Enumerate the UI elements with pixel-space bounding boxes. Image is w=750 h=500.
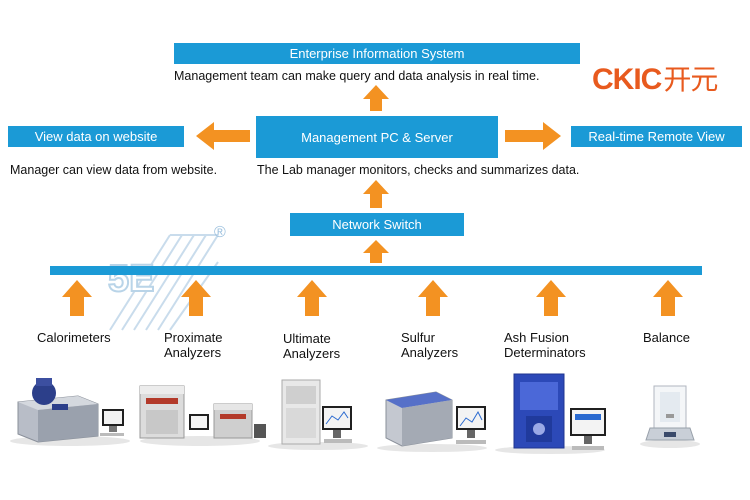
arrow-up-to-management (363, 180, 389, 208)
logo-latin: CKIC (592, 63, 662, 96)
remote-view-label: Real-time Remote View (588, 129, 725, 144)
network-switch-box: Network Switch (290, 213, 464, 236)
arrow-ash-fusion (536, 280, 566, 316)
ash-fusion-image (495, 373, 606, 454)
label-sulfur-analyzers: Sulfur Analyzers (401, 330, 459, 360)
balance-image (640, 385, 700, 448)
label-ash-fusion-determinators: Ash Fusion Determinators (504, 330, 586, 360)
arrow-up-to-enterprise (363, 85, 389, 111)
proximate-analyzer-image (139, 385, 266, 446)
label-ultimate-analyzers: Ultimate Analyzers (283, 331, 341, 361)
management-caption: The Lab manager monitors, checks and sum… (257, 163, 580, 177)
ckic-logo: CKIC开元 (592, 58, 718, 98)
logo-chinese: 开元 (663, 64, 718, 95)
view-data-on-website-box: View data on website (8, 126, 184, 147)
registered-mark: ® (214, 224, 226, 241)
website-caption: Manager can view data from website. (10, 163, 218, 177)
management-box-label: Management PC & Server (301, 129, 453, 145)
arrow-left-to-website (196, 122, 250, 150)
ultimate-analyzer-image (268, 379, 368, 450)
arrow-proximate (181, 280, 211, 316)
enterprise-box-label: Enterprise Information System (289, 46, 465, 61)
label-proximate-analyzers: Proximate Analyzers (164, 330, 223, 360)
arrow-right-to-remote-view (505, 122, 561, 150)
arrow-sulfur (418, 280, 448, 316)
network-switch-label: Network Switch (332, 217, 422, 232)
enterprise-information-system-box: Enterprise Information System (174, 43, 580, 64)
real-time-remote-view-box: Real-time Remote View (571, 126, 742, 147)
enterprise-caption: Management team can make query and data … (174, 69, 540, 83)
calorimeter-image (10, 378, 130, 446)
arrow-calorimeters (62, 280, 92, 316)
arrow-ultimate (297, 280, 327, 316)
label-calorimeters: Calorimeters (37, 330, 111, 345)
view-website-label: View data on website (34, 129, 158, 144)
label-balance: Balance (643, 330, 690, 345)
arrow-up-to-switch (363, 240, 389, 263)
sulfur-analyzer-image (377, 391, 487, 452)
network-bus-line (50, 266, 702, 275)
management-pc-server-box: Management PC & Server (256, 116, 498, 158)
arrow-balance (653, 280, 683, 316)
watermark-5e-text: 5E (107, 257, 156, 301)
